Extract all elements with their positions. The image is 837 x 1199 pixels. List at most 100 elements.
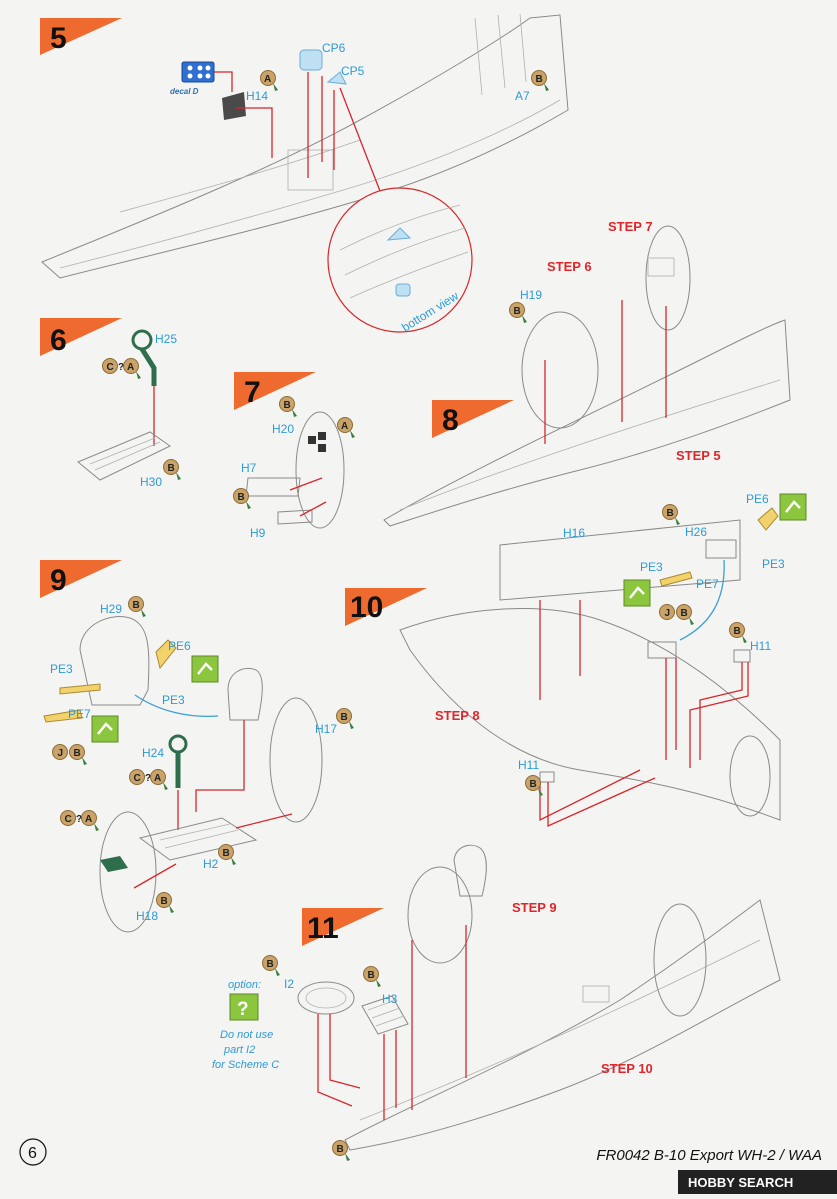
label-h25: H25	[155, 332, 177, 346]
fuselage-step11	[344, 899, 781, 1151]
part-i2	[297, 981, 355, 1015]
svg-text:?: ?	[237, 999, 249, 1020]
part-h3	[361, 995, 409, 1035]
label-pe3-c: PE3	[162, 693, 185, 707]
badge-b-h30: B	[163, 459, 181, 480]
decal-d: decal D	[170, 61, 215, 96]
part-h16	[499, 519, 741, 601]
svg-text:B: B	[514, 306, 521, 317]
svg-text:B: B	[238, 492, 245, 503]
badge-b-h18: B	[156, 892, 174, 913]
svg-text:B: B	[168, 463, 175, 474]
part-h26	[705, 539, 737, 559]
svg-text:B: B	[267, 959, 274, 970]
label-pe6-a: PE6	[746, 492, 769, 506]
svg-text:J: J	[665, 608, 671, 619]
part-h17	[269, 697, 323, 823]
svg-text:A: A	[127, 362, 134, 373]
svg-text:B: B	[368, 970, 375, 981]
badge-b-h9: B	[233, 488, 251, 509]
badge-c-h18: C	[60, 810, 76, 826]
bulkhead-step11	[653, 903, 707, 1017]
svg-text:J: J	[58, 748, 64, 759]
step-number-8: 8	[442, 404, 459, 437]
ref-step8: STEP 8	[435, 708, 480, 723]
svg-text:B: B	[284, 400, 291, 411]
svg-text:B: B	[530, 779, 537, 790]
badge-a-h25: A	[123, 358, 141, 379]
footer: 6 FR0042 B-10 Export WH-2 / WAA HOBBY SE…	[19, 1138, 837, 1194]
svg-text:A: A	[341, 421, 348, 432]
label-h29: H29	[100, 602, 122, 616]
part-h9	[277, 509, 313, 525]
seat-step10	[647, 641, 677, 659]
label-h16: H16	[563, 526, 585, 540]
bend-icon-pe7-a	[623, 579, 651, 607]
badge-b-h2: B	[218, 844, 236, 865]
option-note: option: ? Do not use part I2 for Scheme …	[212, 979, 279, 1071]
label-h3: H3	[382, 992, 398, 1006]
question-icon	[229, 993, 259, 1021]
svg-text:B: B	[667, 508, 674, 519]
svg-text:B: B	[133, 600, 140, 611]
svg-text:C: C	[107, 362, 114, 373]
svg-text:A: A	[85, 814, 92, 825]
fuselage-step5	[41, 13, 569, 279]
bend-icon-pe6-a	[779, 493, 807, 521]
bend-icon-pe7-b	[91, 715, 119, 743]
footer-title: FR0042 B-10 Export WH-2 / WAA	[596, 1147, 822, 1164]
step-number-5: 5	[50, 22, 67, 55]
label-pe7-b: PE7	[68, 707, 91, 721]
label-pe3-a: PE3	[762, 557, 785, 571]
step-flag-8	[432, 400, 514, 438]
watermark-text: HOBBY SEARCH	[688, 1175, 793, 1190]
label-h14: H14	[246, 89, 268, 103]
label-h18: H18	[136, 909, 158, 923]
label-h7: H7	[241, 461, 257, 475]
badge-b-h20: B	[279, 396, 297, 417]
badge-j-pe7a: J	[659, 604, 675, 620]
seat-installed	[227, 667, 263, 721]
badge-b-i2: B	[262, 955, 280, 976]
label-h24: H24	[142, 746, 164, 760]
step-flag-9	[40, 560, 122, 598]
badge-j-pe7b: J	[52, 744, 68, 760]
part-h7	[245, 477, 301, 497]
badge-b-h17: B	[336, 708, 354, 729]
seat-bulkhead-step11	[407, 866, 473, 964]
label-h26: H26	[685, 525, 707, 539]
svg-text:B: B	[223, 848, 230, 859]
step-9: 9 H29 PE6 PE3 PE3 PE7 H24 H2 H17 H18	[40, 560, 337, 933]
badge-a-h24: A	[150, 769, 168, 790]
option-line3: for Scheme C	[212, 1059, 279, 1071]
part-cp6	[299, 49, 323, 71]
svg-text:B: B	[536, 74, 543, 85]
svg-text:B: B	[681, 608, 688, 619]
badge-b-h11b: B	[525, 775, 543, 796]
svg-text:B: B	[74, 748, 81, 759]
badge-b-h29: B	[128, 596, 146, 617]
label-h9: H9	[250, 526, 266, 540]
step-8: 8 H19 STEP 6 STEP 7 STEP 5	[383, 219, 791, 527]
option-line1: Do not use	[220, 1029, 273, 1041]
bulkhead-step8	[645, 225, 691, 331]
ref-step7: STEP 7	[608, 219, 653, 234]
badge-a-h14: A	[260, 70, 278, 91]
label-a7: A7	[515, 89, 530, 103]
badge-b-pe7b: B	[69, 744, 87, 765]
ref-step5: STEP 5	[676, 448, 721, 463]
step-number-11: 11	[307, 912, 339, 945]
badge-a-h20: A	[337, 417, 355, 438]
step-flag-5	[40, 18, 122, 55]
badge-c-h24: C	[129, 769, 145, 785]
badge-b-h19: B	[509, 302, 527, 323]
badge-or-h24: ?	[145, 773, 151, 784]
step-5: 5 decal D H14 CP6 CP5 A7	[40, 13, 569, 335]
svg-text:C: C	[134, 773, 141, 784]
svg-text:B: B	[161, 896, 168, 907]
ref-step6: STEP 6	[547, 259, 592, 274]
watermark-bar	[678, 1170, 837, 1194]
label-h11-a: H11	[750, 639, 771, 653]
